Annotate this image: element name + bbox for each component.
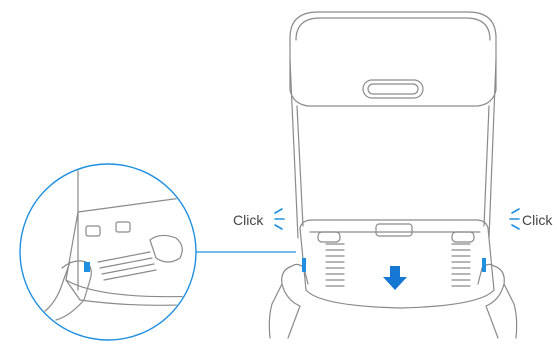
base-station [269,12,516,338]
station-display-inner [368,84,418,94]
right-hand [478,264,517,338]
tray-center-slot [376,224,412,236]
down-arrow-icon [383,266,407,290]
tray-latch-right [452,232,474,242]
zoom-release-marker [84,262,90,272]
station-inner-right [484,106,489,226]
click-sound-lines-right [510,209,519,229]
tray-release-right-marker [482,258,486,272]
station-right-side [489,60,496,238]
tray-latch-left [318,232,340,242]
zoom-detail-circle [20,164,196,340]
station-top-inner [296,18,490,40]
station-inner-left [297,106,303,226]
station-top-lid [290,12,496,106]
click-label-left: Click [233,213,263,227]
tray-release-left-marker [302,258,306,272]
tray-vents-right [452,244,470,286]
tray-vents-left [326,244,344,286]
left-hand [269,264,308,338]
dust-tray [300,220,494,308]
station-left-side [290,60,298,238]
station-display-panel [363,80,423,98]
click-label-right: Click [522,213,552,227]
click-sound-lines-left [275,209,284,229]
